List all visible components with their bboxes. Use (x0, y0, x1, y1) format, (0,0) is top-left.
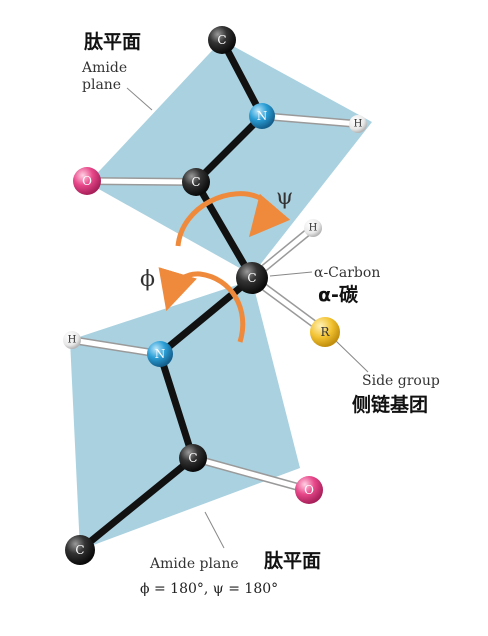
atom-o-bottom: O (295, 476, 323, 504)
psi-rotation-arrow (175, 191, 291, 247)
label-plane-top-cn: 肽平面 (84, 30, 141, 53)
leader-alpha-carbon (269, 271, 313, 277)
atom-h-bottom: H (63, 331, 81, 349)
atom-c-carbonyl-top: C (182, 168, 210, 196)
svg-text:H: H (68, 335, 77, 346)
svg-text:C: C (75, 543, 84, 557)
svg-text:C: C (191, 175, 200, 189)
atom-h-top: H (349, 115, 367, 133)
phi-rotation-arrow (158, 267, 246, 343)
atom-c-bottom: C (65, 535, 95, 565)
atom-o-top: O (73, 167, 101, 195)
label-plane-bottom-en: Amide plane (149, 556, 239, 572)
svg-text:C: C (247, 271, 256, 285)
svg-text:C: C (188, 451, 197, 465)
phi-symbol: ϕ (140, 267, 155, 292)
leader-amide-bottom (204, 511, 225, 549)
bond-c-o-top-inner (84, 178, 199, 185)
atom-n-bottom: N (147, 341, 173, 367)
svg-text:N: N (257, 109, 268, 123)
atom-c-carbonyl-bottom: C (179, 444, 207, 472)
label-angles: ϕ = 180°, ψ = 180° (140, 581, 278, 597)
leader-amide-top (126, 87, 153, 111)
atom-c-top: C (208, 26, 236, 54)
bond-n-h-bottom-inner (69, 337, 163, 357)
svg-text:O: O (304, 483, 314, 497)
svg-text:O: O (82, 174, 92, 188)
svg-text:N: N (155, 347, 166, 361)
amide-plane-top (88, 40, 372, 275)
psi-symbol: ψ (276, 185, 293, 210)
bond-n-h-top-inner (259, 113, 361, 127)
atom-h-alpha: H (304, 219, 322, 237)
label-alpha-carbon-cn: α-碳 (318, 283, 359, 306)
label-side-group-en: Side group (362, 373, 440, 389)
label-alpha-carbon-en: α-Carbon (314, 265, 380, 281)
svg-text:H: H (354, 119, 363, 130)
svg-text:H: H (309, 223, 318, 234)
label-plane-top-en-1: Amide (81, 60, 127, 76)
label-plane-top-en-2: plane (82, 77, 121, 93)
svg-text:R: R (320, 325, 330, 339)
leader-side-group (334, 339, 369, 373)
atom-r-group: R (310, 317, 340, 347)
svg-text:C: C (217, 33, 226, 47)
atom-c-alpha: C (236, 262, 268, 294)
amide-plane-bottom (70, 280, 300, 550)
atom-n-top: N (249, 103, 275, 129)
bond-c-o-bottom-inner (190, 455, 312, 493)
label-plane-bottom-cn: 肽平面 (264, 549, 321, 572)
label-side-group-cn: 侧链基团 (352, 393, 428, 416)
